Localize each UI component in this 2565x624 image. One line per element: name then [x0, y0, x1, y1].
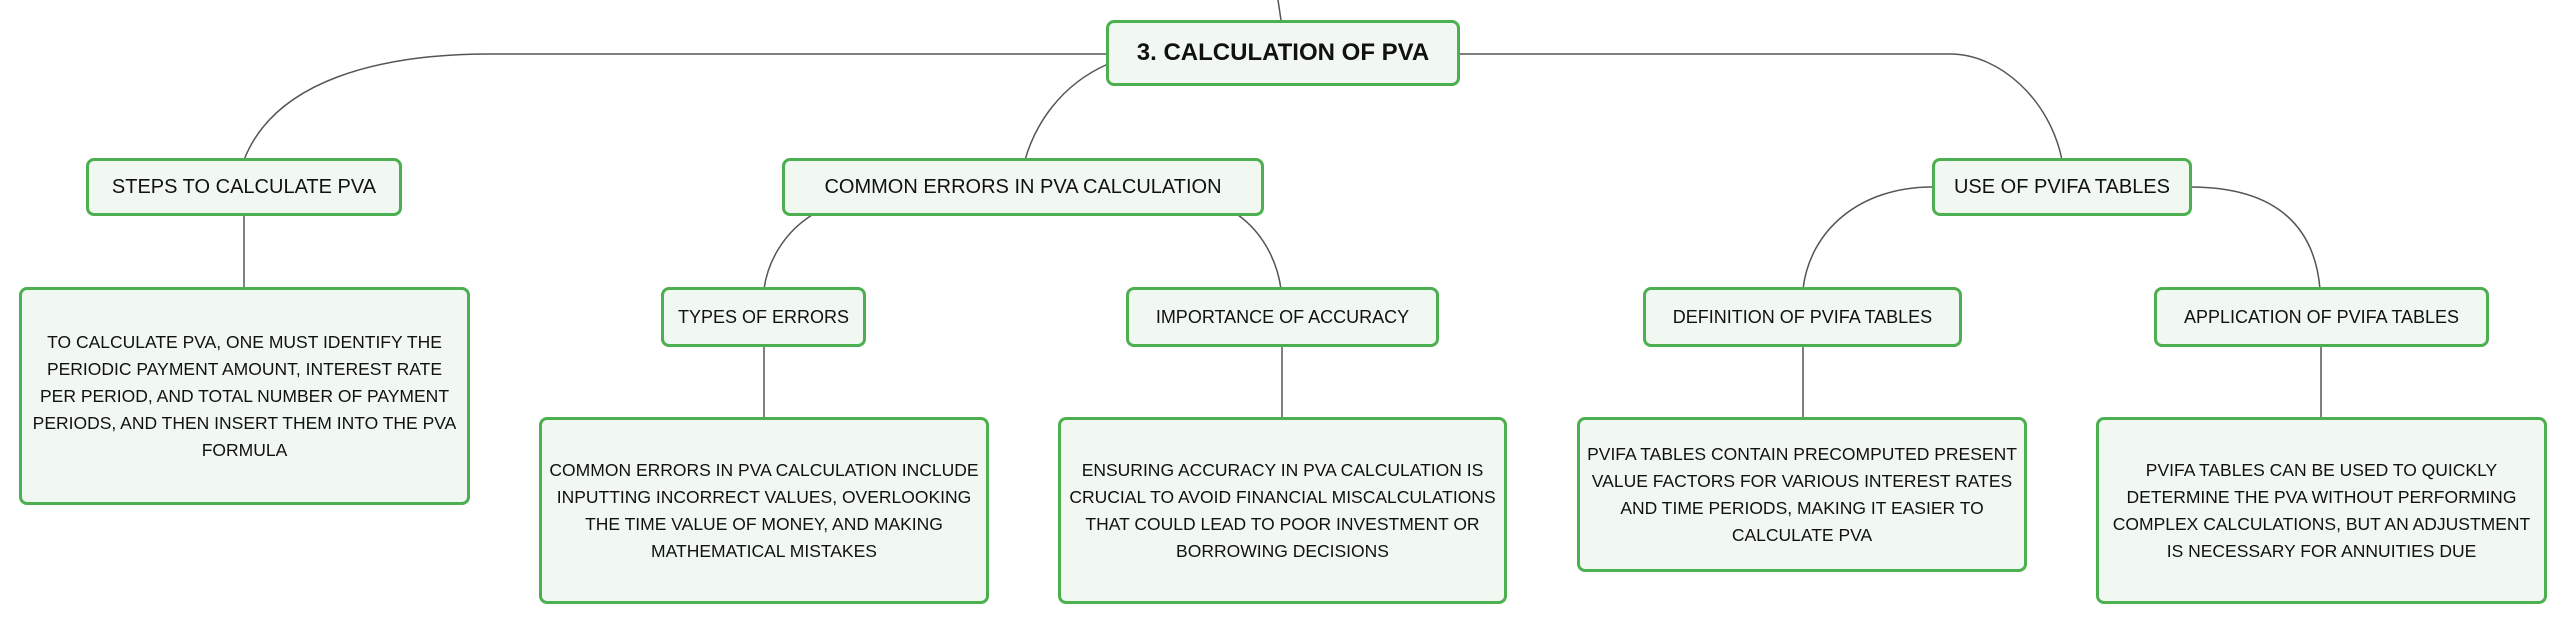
connector-errors-accuracy	[1237, 214, 1282, 290]
connector-root-top	[1277, 0, 1282, 21]
errors-label: COMMON ERRORS IN PVA CALCULATION	[824, 175, 1222, 198]
steps-node[interactable]: STEPS TO CALCULATE PVA	[86, 158, 402, 216]
pvifa-label: USE OF PVIFA TABLES	[1953, 175, 2170, 198]
accuracy-detail-node[interactable]: ENSURING ACCURACY IN PVA CALCULATION IS …	[1058, 417, 1507, 604]
steps-detail-text: TO CALCULATE PVA, ONE MUST IDENTIFY THE …	[32, 331, 457, 460]
definition-label: DEFINITION OF PVIFA TABLES	[1672, 306, 1933, 327]
connector-root-errors	[1024, 63, 1109, 161]
root-title: 3. CALCULATION OF PVA	[1136, 39, 1430, 66]
definition-detail-node[interactable]: PVIFA TABLES CONTAIN PRECOMPUTED PRESENT…	[1577, 417, 2027, 572]
connector-errors-types	[763, 214, 813, 290]
application-node[interactable]: APPLICATION OF PVIFA TABLES	[2154, 287, 2489, 347]
application-label: APPLICATION OF PVIFA TABLES	[2183, 306, 2460, 327]
accuracy-detail-text: ENSURING ACCURACY IN PVA CALCULATION IS …	[1069, 459, 1496, 561]
types-detail-node[interactable]: COMMON ERRORS IN PVA CALCULATION INCLUDE…	[539, 417, 989, 604]
application-detail-node[interactable]: PVIFA TABLES CAN BE USED TO QUICKLY DETE…	[2096, 417, 2547, 604]
types-detail-text: COMMON ERRORS IN PVA CALCULATION INCLUDE…	[549, 459, 979, 561]
root-node[interactable]: 3. CALCULATION OF PVA	[1106, 20, 1460, 86]
accuracy-node[interactable]: IMPORTANCE OF ACCURACY	[1126, 287, 1439, 347]
connector-root-pvifa	[1460, 53, 2063, 161]
pvifa-node[interactable]: USE OF PVIFA TABLES	[1932, 158, 2192, 216]
types-label: TYPES OF ERRORS	[677, 306, 850, 327]
connector-pvifa-definition	[1802, 186, 1933, 290]
connector-root-steps	[243, 53, 1108, 161]
definition-detail-text: PVIFA TABLES CONTAIN PRECOMPUTED PRESENT…	[1587, 443, 2017, 545]
errors-node[interactable]: COMMON ERRORS IN PVA CALCULATION	[782, 158, 1264, 216]
definition-node[interactable]: DEFINITION OF PVIFA TABLES	[1643, 287, 1962, 347]
accuracy-label: IMPORTANCE OF ACCURACY	[1155, 306, 1410, 327]
steps-detail-node[interactable]: TO CALCULATE PVA, ONE MUST IDENTIFY THE …	[19, 287, 470, 505]
connector-pvifa-application	[2189, 186, 2321, 290]
types-node[interactable]: TYPES OF ERRORS	[661, 287, 866, 347]
steps-label: STEPS TO CALCULATE PVA	[111, 175, 377, 198]
application-detail-text: PVIFA TABLES CAN BE USED TO QUICKLY DETE…	[2112, 459, 2531, 561]
